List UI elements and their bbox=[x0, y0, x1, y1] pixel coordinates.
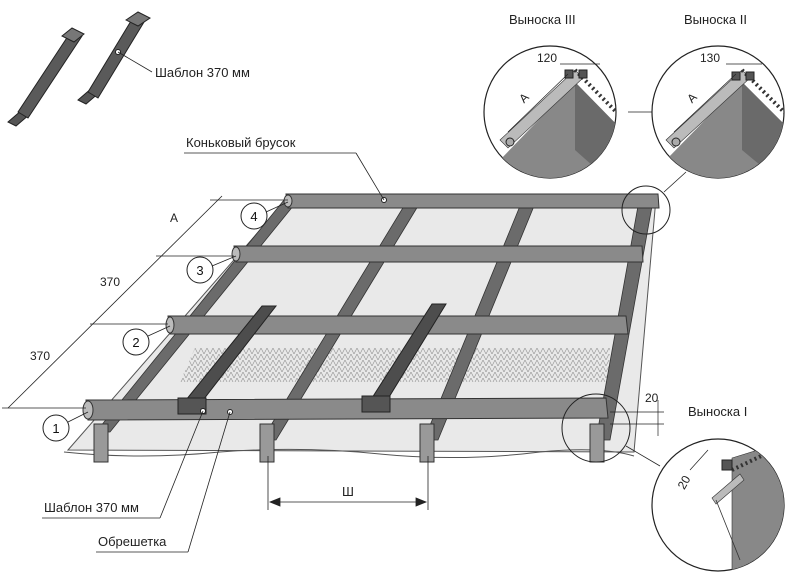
template-icons-top bbox=[7, 11, 153, 127]
callout-2: 2 bbox=[122, 325, 171, 356]
battens bbox=[82, 193, 660, 421]
locator-circle-ridge bbox=[621, 185, 671, 235]
detail-i-dim: 20 bbox=[675, 473, 694, 492]
width-dimension bbox=[267, 456, 429, 510]
callout-4: 4 bbox=[240, 201, 289, 230]
template-top-label: Шаблон 370 мм bbox=[155, 65, 250, 80]
dim-370-lower: 370 bbox=[30, 349, 50, 363]
eave-dim-20: 20 bbox=[645, 391, 659, 405]
svg-text:3: 3 bbox=[196, 263, 203, 278]
dimension-lines bbox=[2, 195, 288, 409]
svg-text:4: 4 bbox=[250, 209, 257, 224]
locator-circle-eave bbox=[561, 393, 631, 463]
templates-on-roof bbox=[177, 303, 447, 415]
detail-i-title: Выноска I bbox=[688, 404, 747, 419]
detail-ii-dim: 130 bbox=[700, 51, 720, 65]
width-label: Ш bbox=[342, 484, 354, 499]
detail-iii-title: Выноска III bbox=[509, 12, 576, 27]
detail-view-i bbox=[651, 438, 785, 572]
detail-view-iii bbox=[483, 45, 617, 179]
callout-1: 1 bbox=[42, 411, 89, 442]
detail-ii-title: Выноска II bbox=[684, 12, 747, 27]
detail-view-ii bbox=[651, 45, 785, 179]
dim-a: A bbox=[170, 211, 178, 225]
ridge-bar-label: Коньковый брусок bbox=[186, 135, 296, 150]
svg-text:2: 2 bbox=[132, 335, 139, 350]
dim-370-upper: 370 bbox=[100, 275, 120, 289]
svg-text:1: 1 bbox=[52, 421, 59, 436]
template-bottom-label: Шаблон 370 мм bbox=[44, 500, 139, 515]
eave-dim bbox=[610, 400, 664, 436]
callout-3: 3 bbox=[186, 255, 237, 284]
battens-label: Обрешетка bbox=[98, 534, 167, 549]
detail-iii-dim: 120 bbox=[537, 51, 557, 65]
